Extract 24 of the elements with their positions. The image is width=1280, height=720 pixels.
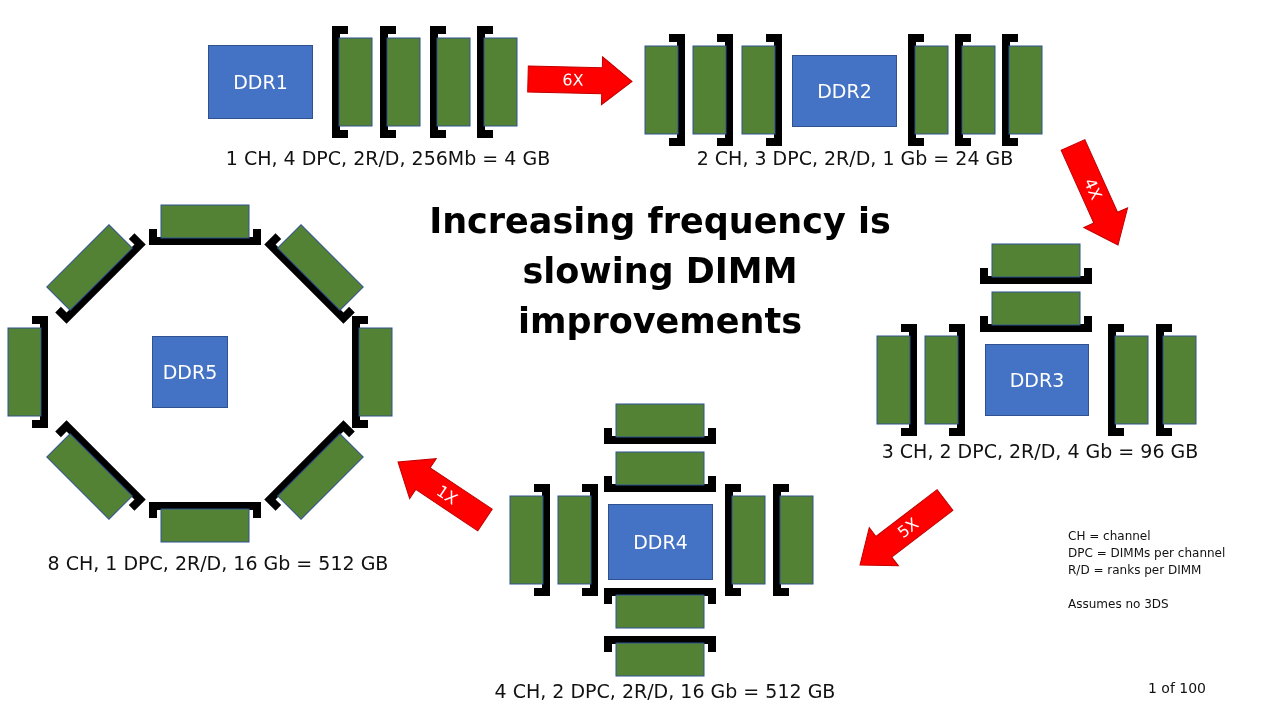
block-arrow [1060, 139, 1129, 246]
note-text: Assumes no 3DS [1068, 597, 1169, 611]
page-number: 1 of 100 [1148, 680, 1207, 696]
block-arrow [859, 489, 954, 567]
note-text: R/D = ranks per DIMM [1068, 563, 1202, 577]
note-text: CH = channel [1068, 529, 1151, 543]
slide-title: Increasing frequency is slowing DIMM improvements [428, 200, 892, 343]
memory-controller-box: DDR2 [792, 55, 897, 127]
capacity-caption: 1 CH, 4 DPC, 2R/D, 256Mb = 4 GB [225, 147, 551, 169]
capacity-caption: 3 CH, 2 DPC, 2R/D, 4 Gb = 96 GB [881, 440, 1199, 462]
edge-label: 6X [562, 70, 584, 90]
block-arrow [397, 458, 493, 532]
edge-label: 4X [1079, 175, 1106, 203]
note-text: DPC = DIMMs per channel [1068, 546, 1226, 560]
memory-controller-box: DDR1 [208, 45, 313, 119]
capacity-caption: 2 CH, 3 DPC, 2R/D, 1 Gb = 24 GB [696, 147, 1014, 169]
edge-label: 1X [433, 481, 462, 509]
memory-controller-box: DDR4 [608, 504, 713, 580]
capacity-caption: 4 CH, 2 DPC, 2R/D, 16 Gb = 512 GB [494, 680, 836, 702]
capacity-caption: 8 CH, 1 DPC, 2R/D, 16 Gb = 512 GB [47, 552, 389, 574]
memory-controller-box: DDR5 [152, 336, 228, 408]
edge-label: 5X [893, 514, 923, 543]
block-arrow [527, 56, 633, 106]
memory-controller-box: DDR3 [985, 344, 1089, 416]
